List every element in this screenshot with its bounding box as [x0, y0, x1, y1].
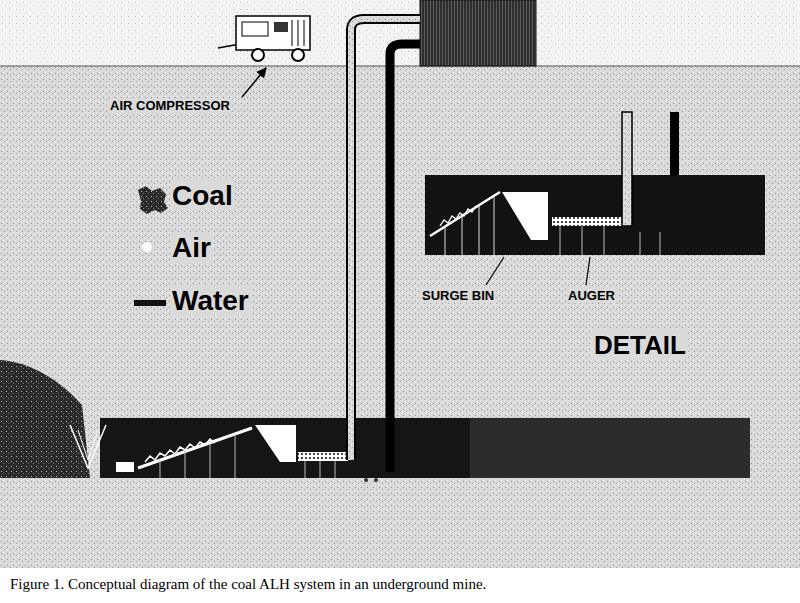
legend-text: Air: [170, 232, 213, 263]
part-label: AUGER: [566, 288, 617, 303]
legend-text: Coal: [170, 180, 235, 211]
detail-inset: [425, 112, 765, 255]
water-pipe: [390, 44, 420, 472]
legend-text: Water: [170, 285, 251, 316]
leader-line: [486, 257, 504, 285]
part-label: SURGE BIN: [420, 288, 496, 303]
leader-line: [586, 257, 590, 285]
part-label-wrap: AUGER: [566, 286, 617, 304]
legend-text-wrap: Water: [170, 285, 251, 317]
figure-caption: Figure 1. Conceptual diagram of the coal…: [10, 576, 486, 592]
legend-text-wrap: Air: [170, 232, 213, 264]
legend-swatch: [134, 300, 166, 306]
air-compressor: [218, 16, 310, 61]
coal-sample: [138, 186, 168, 214]
view-label: DETAIL: [592, 330, 688, 360]
part-label: AIR COMPRESSOR: [108, 98, 232, 113]
view-label-wrap: DETAIL: [592, 330, 688, 361]
leader-line: [242, 68, 266, 97]
figure-caption-wrap: Figure 1. Conceptual diagram of the coal…: [10, 576, 486, 593]
part-label-wrap: SURGE BIN: [420, 286, 496, 304]
part-label-wrap: AIR COMPRESSOR: [108, 96, 232, 114]
tunnel: [0, 360, 750, 482]
headframe: [420, 0, 536, 66]
legend-text-wrap: Coal: [170, 180, 235, 212]
legend-swatch: [142, 242, 152, 252]
